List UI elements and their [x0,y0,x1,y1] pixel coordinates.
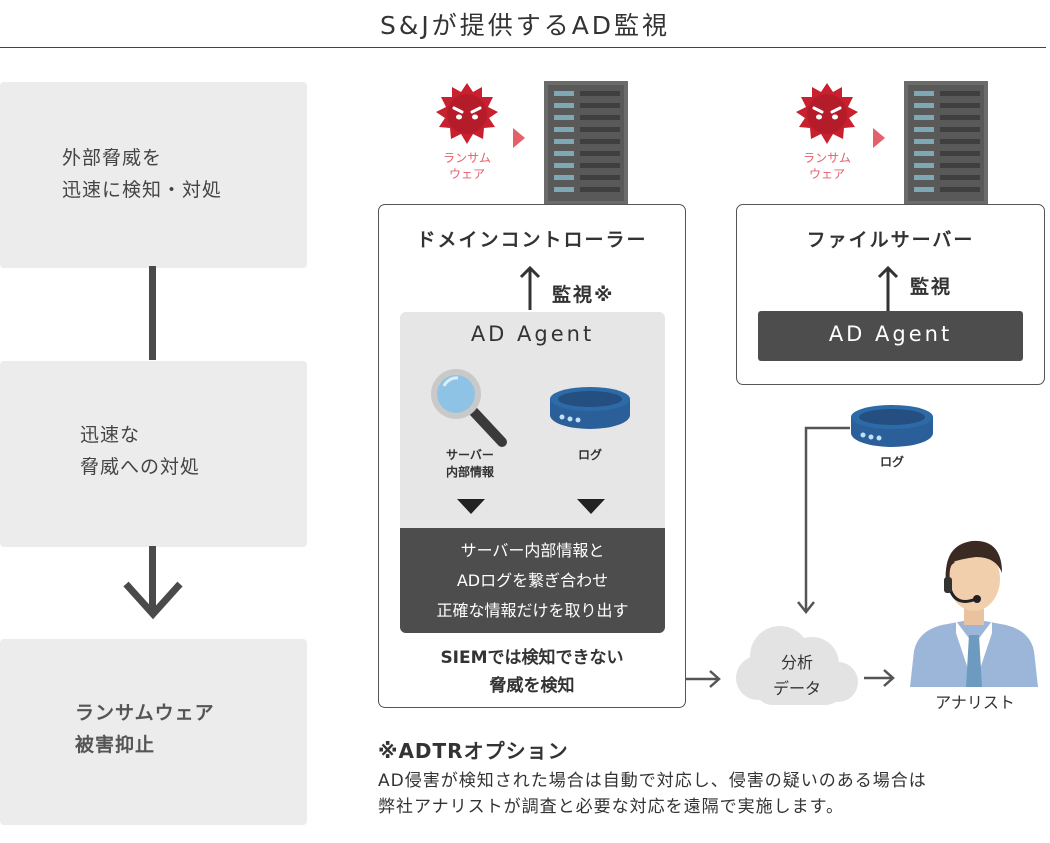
log-label: ログ [577,448,602,462]
monitor-label: 監視※ [552,284,615,306]
step-label-3: ランサムウェア 被害抑止 [75,702,215,756]
server-rack-icon [544,81,628,205]
note-title: ※ADTRオプション [378,739,569,763]
ransomware-virus-icon [796,83,858,144]
ad-agent-title: AD Agent [470,322,595,346]
ransomware-label: ランサム ウェア [803,151,851,181]
flow-connector [149,266,156,360]
arrow-up-icon [519,265,541,310]
analyst-label: アナリスト [935,693,1015,712]
monitor-label: 監視 [910,276,953,298]
arrow-right-icon [864,669,895,687]
title-divider [0,47,1046,48]
step-box-2: 迅速な 脅威への対処 [0,361,307,547]
file-server-ad-agent-label: AD Agent [828,322,953,346]
arrow-right-icon [686,670,721,688]
correlation-panel: サーバー内部情報と ADログを繋ぎ合わせ 正確な情報だけを取り出す [400,528,665,633]
note-body: AD侵害が検知された場合は自動で対応し、侵害の疑いのある場合は 弊社アナリストが… [378,771,927,817]
step-box-1: 外部脅威を 迅速に検知・対処 [0,82,307,268]
file-server-title: ファイルサーバー [806,229,975,251]
analyst-icon [910,540,1038,687]
flow-arrow-down-icon [123,581,183,620]
step-label-2: 迅速な 脅威への対処 [80,424,201,478]
step-box-3: ランサムウェア 被害抑止 [0,639,307,825]
attack-arrow-icon [873,128,885,148]
arrow-up-icon [877,265,899,312]
log-to-cloud-connector [797,426,850,615]
ransomware-label: ランサム ウェア [443,151,491,181]
analysis-data-label: 分析 データ [772,653,821,698]
server-rack-icon [904,81,988,205]
correlation-text: サーバー内部情報と ADログを繋ぎ合わせ 正確な情報だけを取り出す [436,541,629,620]
triangle-down-icon [457,499,485,514]
ransomware-virus-icon [436,83,498,144]
log-label-right: ログ [879,455,904,469]
step-label-1: 外部脅威を 迅速に検知・対処 [62,147,223,201]
database-icon [851,405,933,447]
page-title: S&Jが提供するAD監視 [379,11,671,40]
database-icon [550,387,630,429]
magnifier-icon [431,369,507,447]
flow-arrow-shaft [149,546,156,612]
file-server-ad-agent: AD Agent [758,311,1023,361]
domain-controller-title: ドメインコントローラー [416,229,648,251]
siem-detection-text: SIEMでは検知できない 脅威を検知 [440,648,624,696]
attack-arrow-icon [513,128,525,148]
cloud-icon [736,626,858,705]
server-internal-info-label: サーバー 内部情報 [445,448,494,479]
triangle-down-icon [577,499,605,514]
